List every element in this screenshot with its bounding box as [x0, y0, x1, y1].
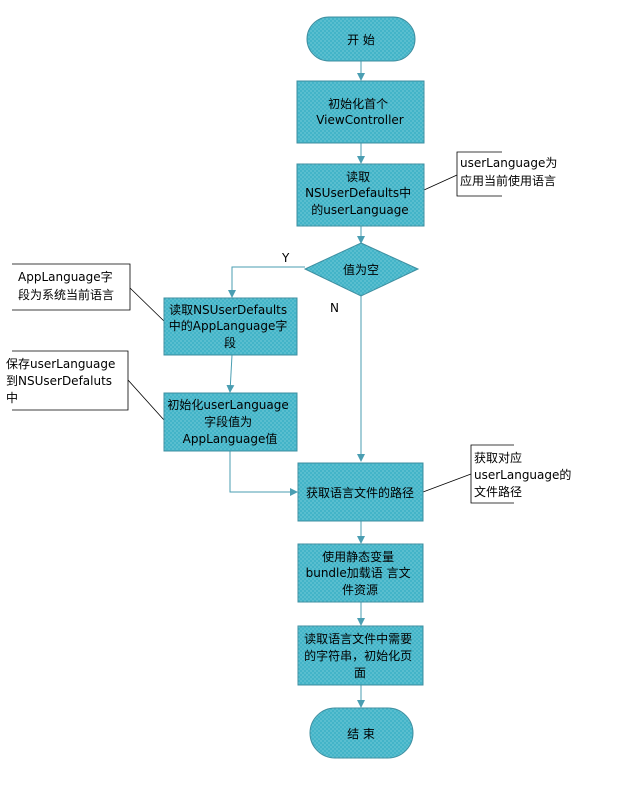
- note-app-lang: AppLanguage字 段为系统当前语言: [18, 269, 117, 302]
- annotation-lines: [12, 151, 514, 504]
- node-start: 开 始: [306, 16, 416, 62]
- note-bracket-app-lang: [12, 263, 131, 311]
- node-read-strings: 读取语言文件中需要 的字符串，初始化页 面: [297, 625, 424, 686]
- node-init-vc: 初始化首个 ViewController: [296, 80, 425, 144]
- svg-text:获取对应 userLanguage的: 获取对应 userLanguage的 文件路径: [474, 450, 575, 499]
- node-read-user-lang: 读取 NSUserDefaults中 的userLanguage: [296, 163, 425, 227]
- svg-text:值为空: 值为空: [343, 262, 379, 277]
- node-init-user-lang: 初始化userLanguage 字段值为 AppLanguage值: [163, 392, 298, 452]
- node-end: 结 束: [309, 707, 414, 759]
- svg-text:使用静态变量 bundle加载语 言文: 使用静态变量 bundle加载语 言文 件资源: [306, 549, 415, 597]
- edge-app-lang-to-init-user: [226, 354, 235, 393]
- svg-text:初始化userLanguage 字段值为: 初始化userLanguage 字段值为 AppLanguage值: [167, 398, 292, 446]
- svg-text:userLanguage为 应用当前使用语言: userLanguage为 应用当前使用语言: [460, 156, 561, 188]
- edge-decision-yes-to-app-lang: [228, 266, 305, 298]
- svg-text:初始化首个 ViewController: 初始化首个 ViewController: [316, 97, 404, 127]
- note-user-lang: userLanguage为 应用当前使用语言: [460, 156, 561, 188]
- svg-text:读取NSUserDefaults 中的AppLa: 读取NSUserDefaults 中的AppLanguage字 段: [169, 303, 292, 350]
- node-load-bundle: 使用静态变量 bundle加载语 言文 件资源: [297, 543, 424, 603]
- note-bracket-user-lang: [456, 151, 502, 197]
- node-decision-empty: 值为空: [303, 242, 420, 297]
- note-path: 获取对应 userLanguage的 文件路径: [474, 450, 575, 499]
- svg-text:AppLanguage字 段为系统当前语言: AppLanguage字 段为系统当前语言: [18, 269, 117, 302]
- node-get-path: 获取语言文件的路径: [297, 462, 424, 522]
- svg-text:读取 NSUserDefaults中: 读取 NSUserDefaults中 的userLanguage: [305, 170, 415, 217]
- edge-init-user-to-path: [229, 451, 298, 496]
- svg-text:获取语言文件的路径: 获取语言文件的路径: [306, 485, 414, 500]
- svg-text:保存userLanguage 到NSUserDe: 保存userLanguage 到NSUserDefaluts 中: [6, 357, 119, 405]
- svg-text:结 束: 结 束: [347, 727, 375, 741]
- edge-label-no: N: [330, 301, 339, 315]
- svg-text:读取语言文件中需要 的字符串，初始化页: 读取语言文件中需要 的字符串，初始化页 面: [304, 631, 416, 680]
- note-save: 保存userLanguage 到NSUserDefaluts 中: [6, 357, 119, 405]
- edge-label-yes: Y: [281, 251, 290, 265]
- svg-text:开 始: 开 始: [347, 33, 375, 47]
- node-read-app-lang: 读取NSUserDefaults 中的AppLanguage字 段: [163, 297, 298, 356]
- connectors: [226, 61, 365, 708]
